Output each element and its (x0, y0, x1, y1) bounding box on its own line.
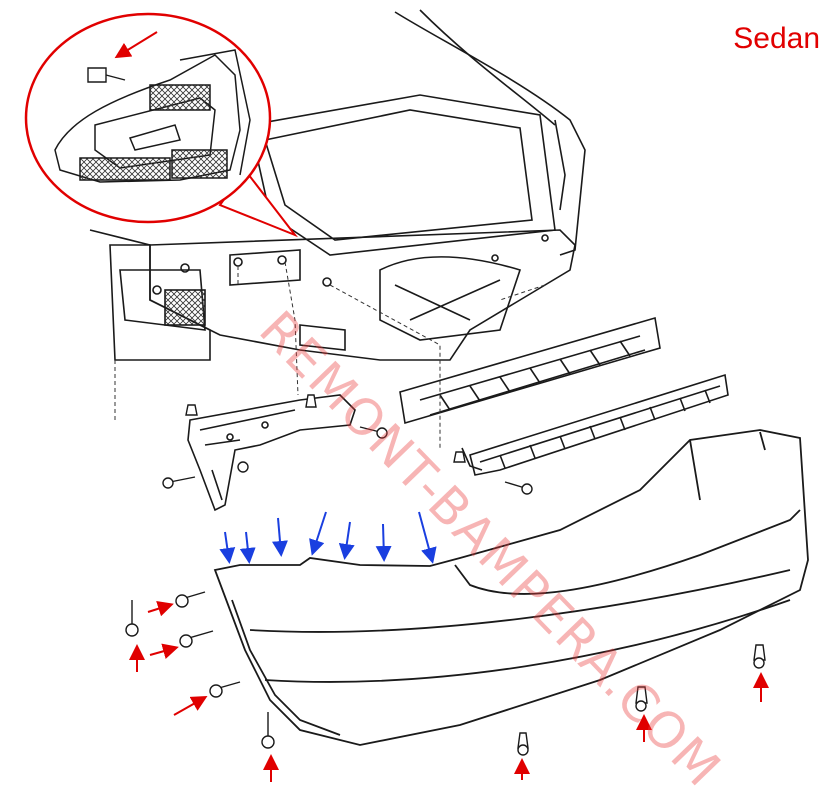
side-bracket-icon (187, 394, 356, 512)
variant-label: Sedan (733, 22, 820, 55)
screw-icon (87, 67, 126, 83)
arrow-icon (129, 601, 769, 782)
detail-callout-circle-icon (24, 12, 299, 238)
rear-body-shell-icon (89, 9, 586, 361)
impact-absorber-icon (399, 316, 661, 425)
screw-icon (125, 426, 533, 749)
alignment-lines (114, 261, 546, 450)
reinforcement-bar-icon (461, 373, 729, 476)
rear-bumper-cover-icon (213, 429, 809, 746)
clip-icon (185, 394, 766, 756)
arrow-icon (219, 511, 437, 564)
